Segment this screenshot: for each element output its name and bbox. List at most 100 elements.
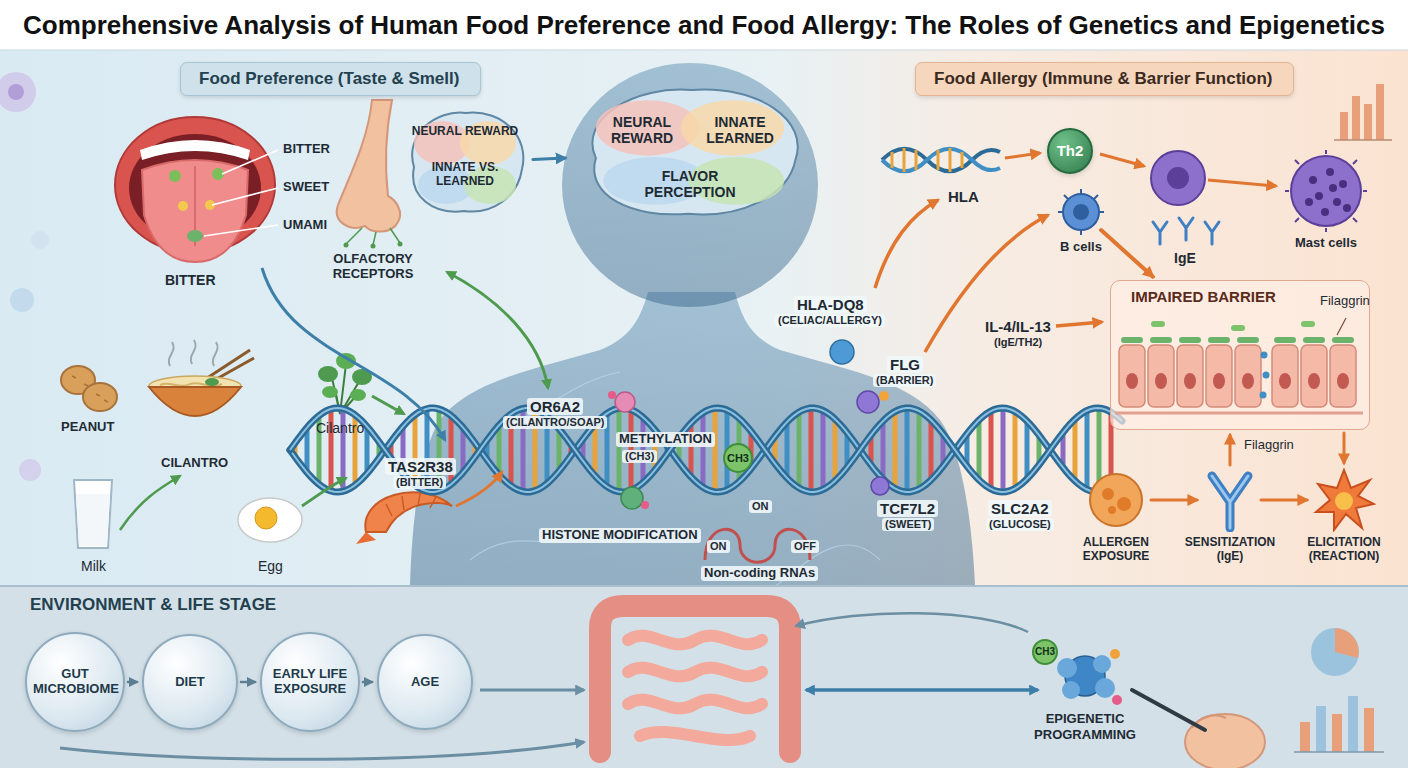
epithelial-cell (1235, 345, 1261, 407)
cell-nucleus (1073, 204, 1089, 220)
text-label: METHYLATION (616, 432, 715, 447)
taste-zone (187, 230, 203, 242)
cell-text: Mast cells (1280, 235, 1372, 251)
epithelium (1111, 315, 1367, 427)
filaggrin-layer (1237, 337, 1259, 343)
antibody (1212, 476, 1248, 528)
hla-strand (882, 149, 1000, 172)
methyl-mark (615, 392, 635, 412)
text-label: IL-4/IL-13 (985, 318, 1051, 335)
helix-rung (1085, 411, 1090, 490)
bacteria (1231, 325, 1245, 331)
shrimp-tail (356, 532, 376, 544)
helix-rung (833, 419, 838, 481)
section-banner: Food Allergy (Immune & Barrier Function) (915, 62, 1294, 96)
cell-text: ALLERGEN EXPOSURE (1064, 535, 1168, 564)
helix-rung (893, 412, 898, 489)
nose (337, 100, 400, 232)
tongue (142, 160, 248, 262)
text-label: ON (707, 540, 730, 553)
band-heading: ENVIRONMENT & LIFE STAGE (30, 595, 276, 615)
circle-text: AGE (411, 675, 439, 690)
flow-arrow (796, 613, 1028, 632)
flg-mark (857, 391, 879, 413)
flow-arrow (480, 689, 584, 692)
text-label: Filaggrin (1320, 294, 1370, 309)
text-label: SLC2A2 (988, 500, 1052, 517)
text-label: HISTONE MODIFICATION (539, 528, 701, 543)
granule (1305, 198, 1313, 206)
antibody-highlight (1212, 476, 1248, 528)
helix-rung (1025, 421, 1030, 479)
brain-text: INNATE VS. LEARNED (417, 161, 513, 189)
bacteria (1151, 321, 1165, 327)
basement-membrane (1115, 412, 1363, 415)
cell-icon (1084, 468, 1148, 532)
epithelial-cell (1119, 345, 1145, 407)
decor-cell (31, 231, 49, 249)
text-label: Cilantro (316, 420, 364, 436)
text-label: Egg (258, 558, 283, 574)
helix-rung (905, 408, 910, 492)
connector-arrow (1229, 435, 1232, 465)
helix-rung (617, 408, 622, 491)
receptor-dot (371, 244, 376, 249)
text-label: (GLUCOSE) (986, 518, 1054, 531)
connector-arrow (1343, 433, 1346, 463)
text-label: TCF7L2 (877, 500, 938, 517)
cell-nucleus (1308, 373, 1320, 389)
hand (1185, 714, 1265, 768)
filaggrin-layer (1150, 337, 1172, 343)
shrimp (365, 492, 452, 532)
filaggrin-layer (1332, 337, 1354, 343)
cell-text: EPIGENETIC PROGRAMMING (1000, 711, 1170, 742)
flow-arrow (1005, 153, 1040, 158)
flow-arrow (302, 478, 346, 506)
text-label: OFF (791, 540, 819, 553)
herb (205, 378, 219, 386)
flow-arrow (120, 476, 180, 530)
epithelial-cell (1272, 345, 1298, 407)
cell-icon (1312, 468, 1376, 532)
circle-text: EARLY LIFE EXPOSURE (268, 667, 352, 697)
peanut (83, 383, 117, 411)
chart-bar (1316, 706, 1326, 752)
molecule (1095, 678, 1115, 698)
methyl-tag: CH3 (723, 443, 753, 473)
helix-rung (701, 413, 706, 488)
connector-arrow (241, 681, 255, 684)
molecule-ball (1112, 695, 1122, 705)
methyl-tag: CH3 (1032, 639, 1058, 665)
cell-icon (1285, 150, 1367, 232)
chart-bar (1340, 112, 1348, 140)
histone-mark (621, 487, 643, 509)
peanut-texture (72, 376, 108, 402)
reaction-burst (1316, 470, 1374, 530)
shrimp-segments (386, 494, 436, 516)
cell-nucleus (1337, 373, 1349, 389)
text-label: Non-coding RNAs (701, 566, 818, 581)
granule (1326, 168, 1334, 176)
text-label: (CH3) (622, 450, 657, 463)
text-label: (BITTER) (393, 476, 446, 489)
leaking-allergen (1260, 392, 1267, 399)
milk-glass (74, 480, 112, 548)
text-label: UMAMI (283, 218, 327, 233)
text-label: IgE (1174, 250, 1196, 266)
text-label: Milk (81, 558, 106, 574)
pie-slice (1335, 628, 1359, 658)
text-label: (CILANTRO/SOAP) (503, 416, 607, 429)
methyl-ball (608, 391, 616, 399)
epithelial-cell (1177, 345, 1203, 407)
brain-text: NEURAL REWARD (411, 125, 519, 139)
cell-body (1291, 156, 1361, 226)
pen (1132, 690, 1205, 730)
cell-nucleus (1184, 373, 1196, 389)
text-label: OR6A2 (527, 398, 583, 415)
circle-text: DIET (175, 675, 205, 690)
flow-arrow (372, 396, 404, 414)
environment-band: ENVIRONMENT & LIFE STAGEGUT MICROBIOMEDI… (0, 585, 1408, 768)
molecule (1057, 658, 1077, 678)
